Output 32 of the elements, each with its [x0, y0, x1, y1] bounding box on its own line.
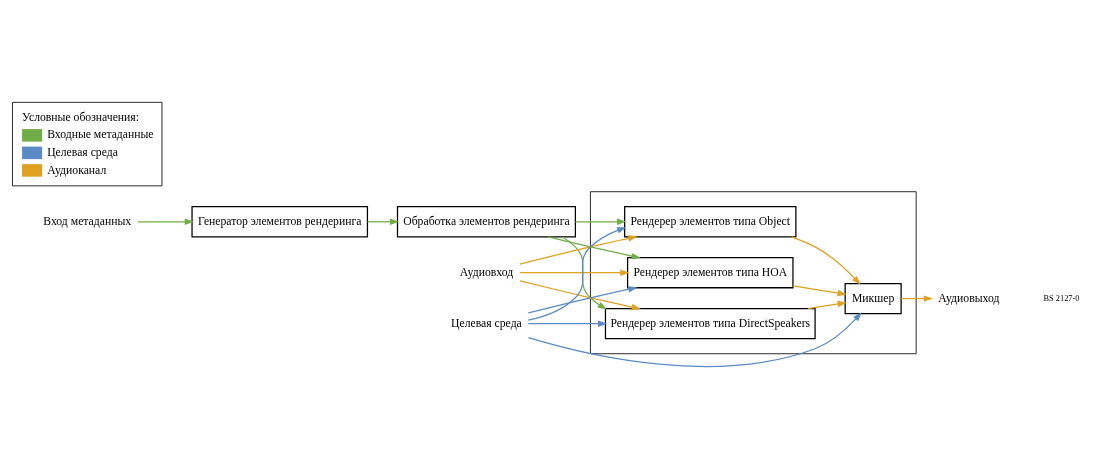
label: BS 2127-0 [1043, 293, 1080, 303]
node-text: Вход метаданных [43, 214, 132, 228]
node-box: Микшер [844, 282, 902, 314]
arrow [792, 284, 847, 296]
node-box: Рендерер элементов типа HOA [626, 256, 794, 288]
node-box: Рендерер элементов типа Object [624, 205, 797, 237]
node-text: Целевая среда [451, 316, 522, 330]
node-text: Аудиовход [459, 265, 514, 279]
arrow [519, 279, 641, 310]
arrow [527, 226, 627, 321]
cluster [590, 190, 917, 354]
arrow [519, 234, 638, 265]
label: Условные обозначения: [22, 110, 139, 124]
legend-label: Аудиоканал [47, 163, 107, 176]
arrow [366, 218, 400, 225]
node-text: Аудиовыход [938, 291, 1000, 305]
node-box: Генератор элементов рендеринга [191, 205, 369, 237]
arrow [574, 218, 627, 225]
arrow [561, 235, 607, 310]
legend-label: Входные метаданные [47, 127, 154, 141]
node-box: Рендерер элементов типа DirectSpeakers [604, 307, 816, 339]
arrow [137, 218, 194, 225]
arrow [527, 285, 638, 314]
arrow [527, 311, 862, 367]
arrow [519, 269, 630, 276]
arrow [547, 235, 641, 259]
arrow [527, 319, 608, 327]
arrow [807, 300, 847, 309]
arrow [790, 235, 861, 285]
node-box: Обработка элементов рендеринга [396, 205, 576, 237]
arrow [900, 294, 933, 302]
legend-label: Целевая среда [47, 145, 118, 159]
